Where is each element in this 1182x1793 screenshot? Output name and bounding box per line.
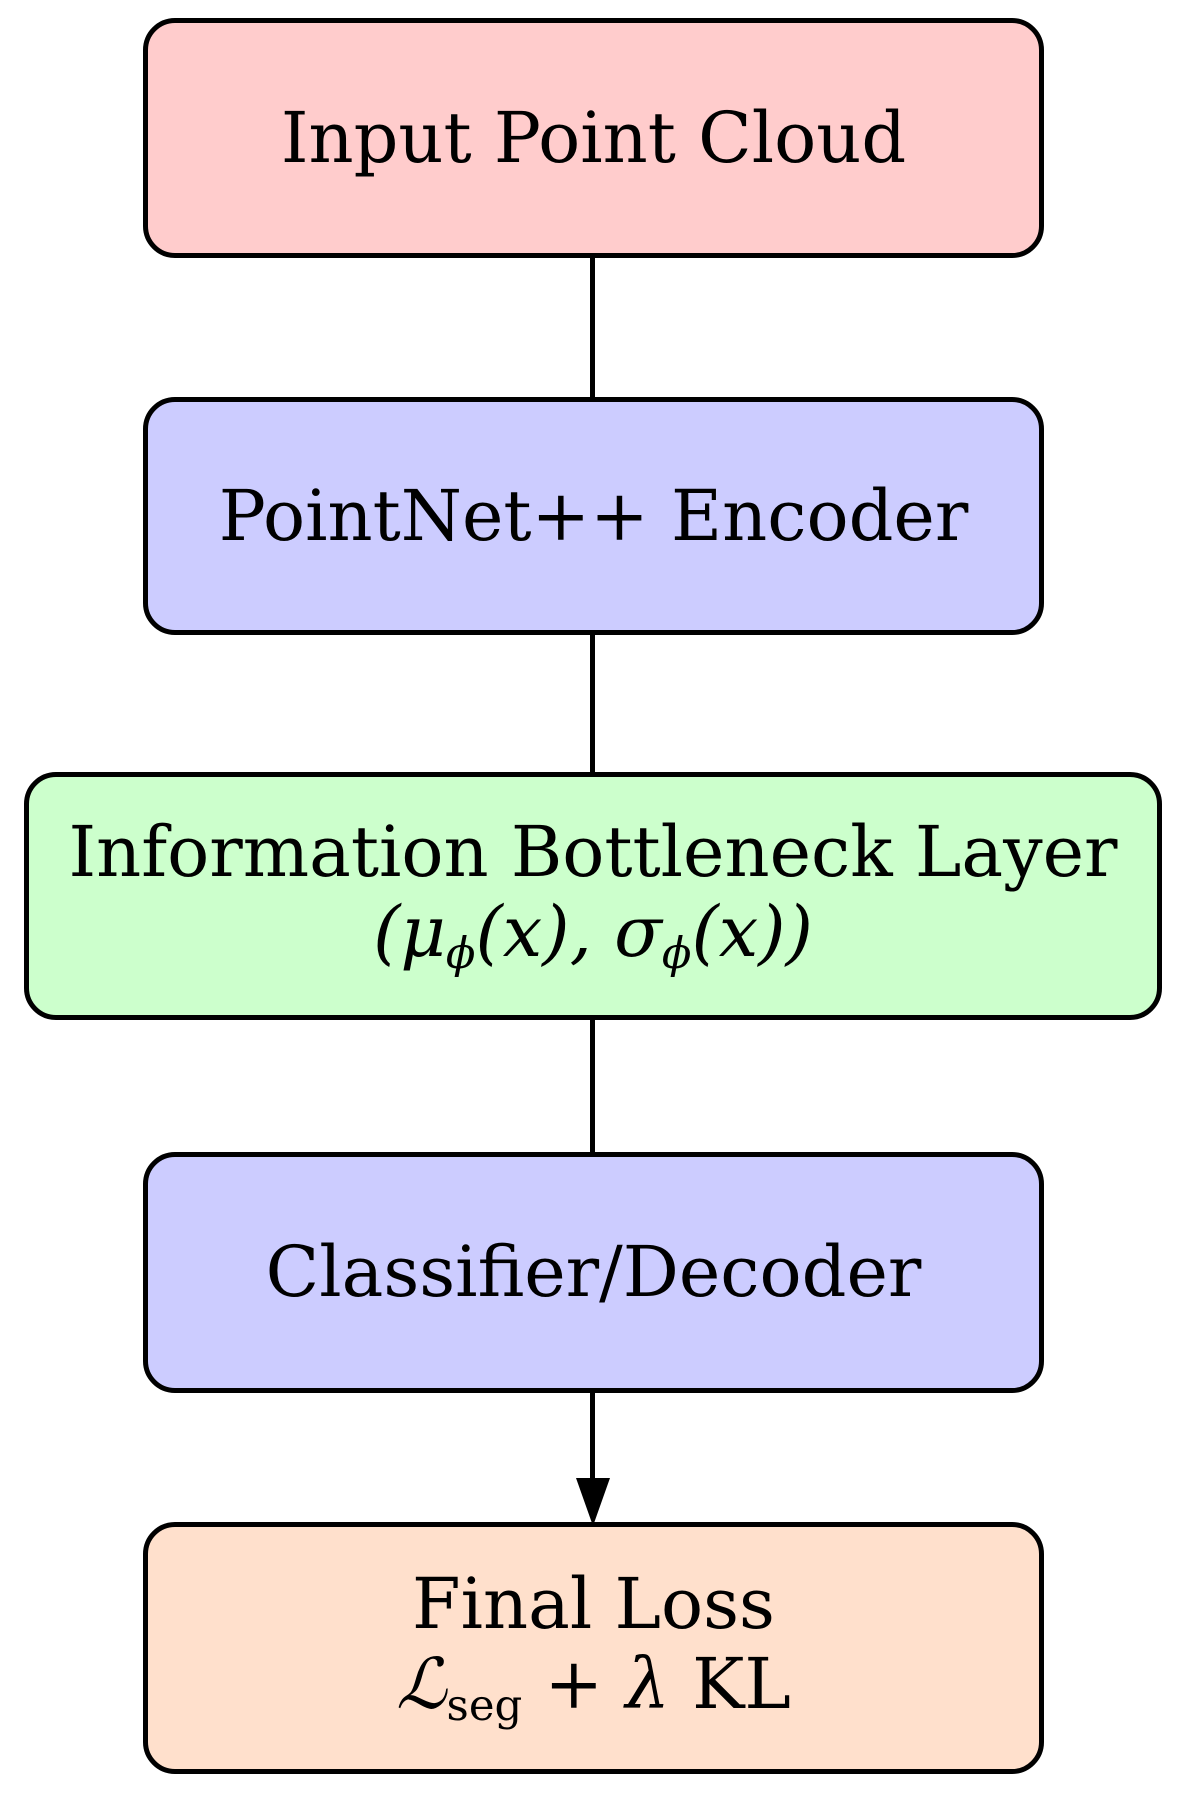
bottleneck-formula: (μϕ(x), σϕ(x)) — [373, 891, 813, 980]
pointnet-encoder-label: PointNet++ Encoder — [218, 474, 969, 557]
information-bottleneck-label: Information Bottleneck Layer — [68, 810, 1118, 893]
information-bottleneck-node: Information Bottleneck Layer (μϕ(x), σϕ(… — [24, 772, 1162, 1020]
final-loss-formula: ℒseg + λ KL — [396, 1643, 791, 1732]
pointnet-encoder-node: PointNet++ Encoder — [143, 397, 1044, 635]
edge-input-encoder — [590, 255, 595, 400]
final-loss-label: Final Loss — [412, 1562, 775, 1645]
edge-classifier-loss — [590, 1390, 595, 1495]
classifier-decoder-node: Classifier/Decoder — [143, 1152, 1044, 1393]
input-point-cloud-label: Input Point Cloud — [280, 96, 907, 179]
edge-encoder-bottleneck — [590, 632, 595, 777]
edge-bottleneck-classifier — [590, 1017, 595, 1155]
arrowhead-icon — [576, 1478, 610, 1526]
final-loss-node: Final Loss ℒseg + λ KL — [143, 1522, 1044, 1774]
classifier-decoder-label: Classifier/Decoder — [265, 1231, 922, 1314]
input-point-cloud-node: Input Point Cloud — [143, 18, 1044, 258]
